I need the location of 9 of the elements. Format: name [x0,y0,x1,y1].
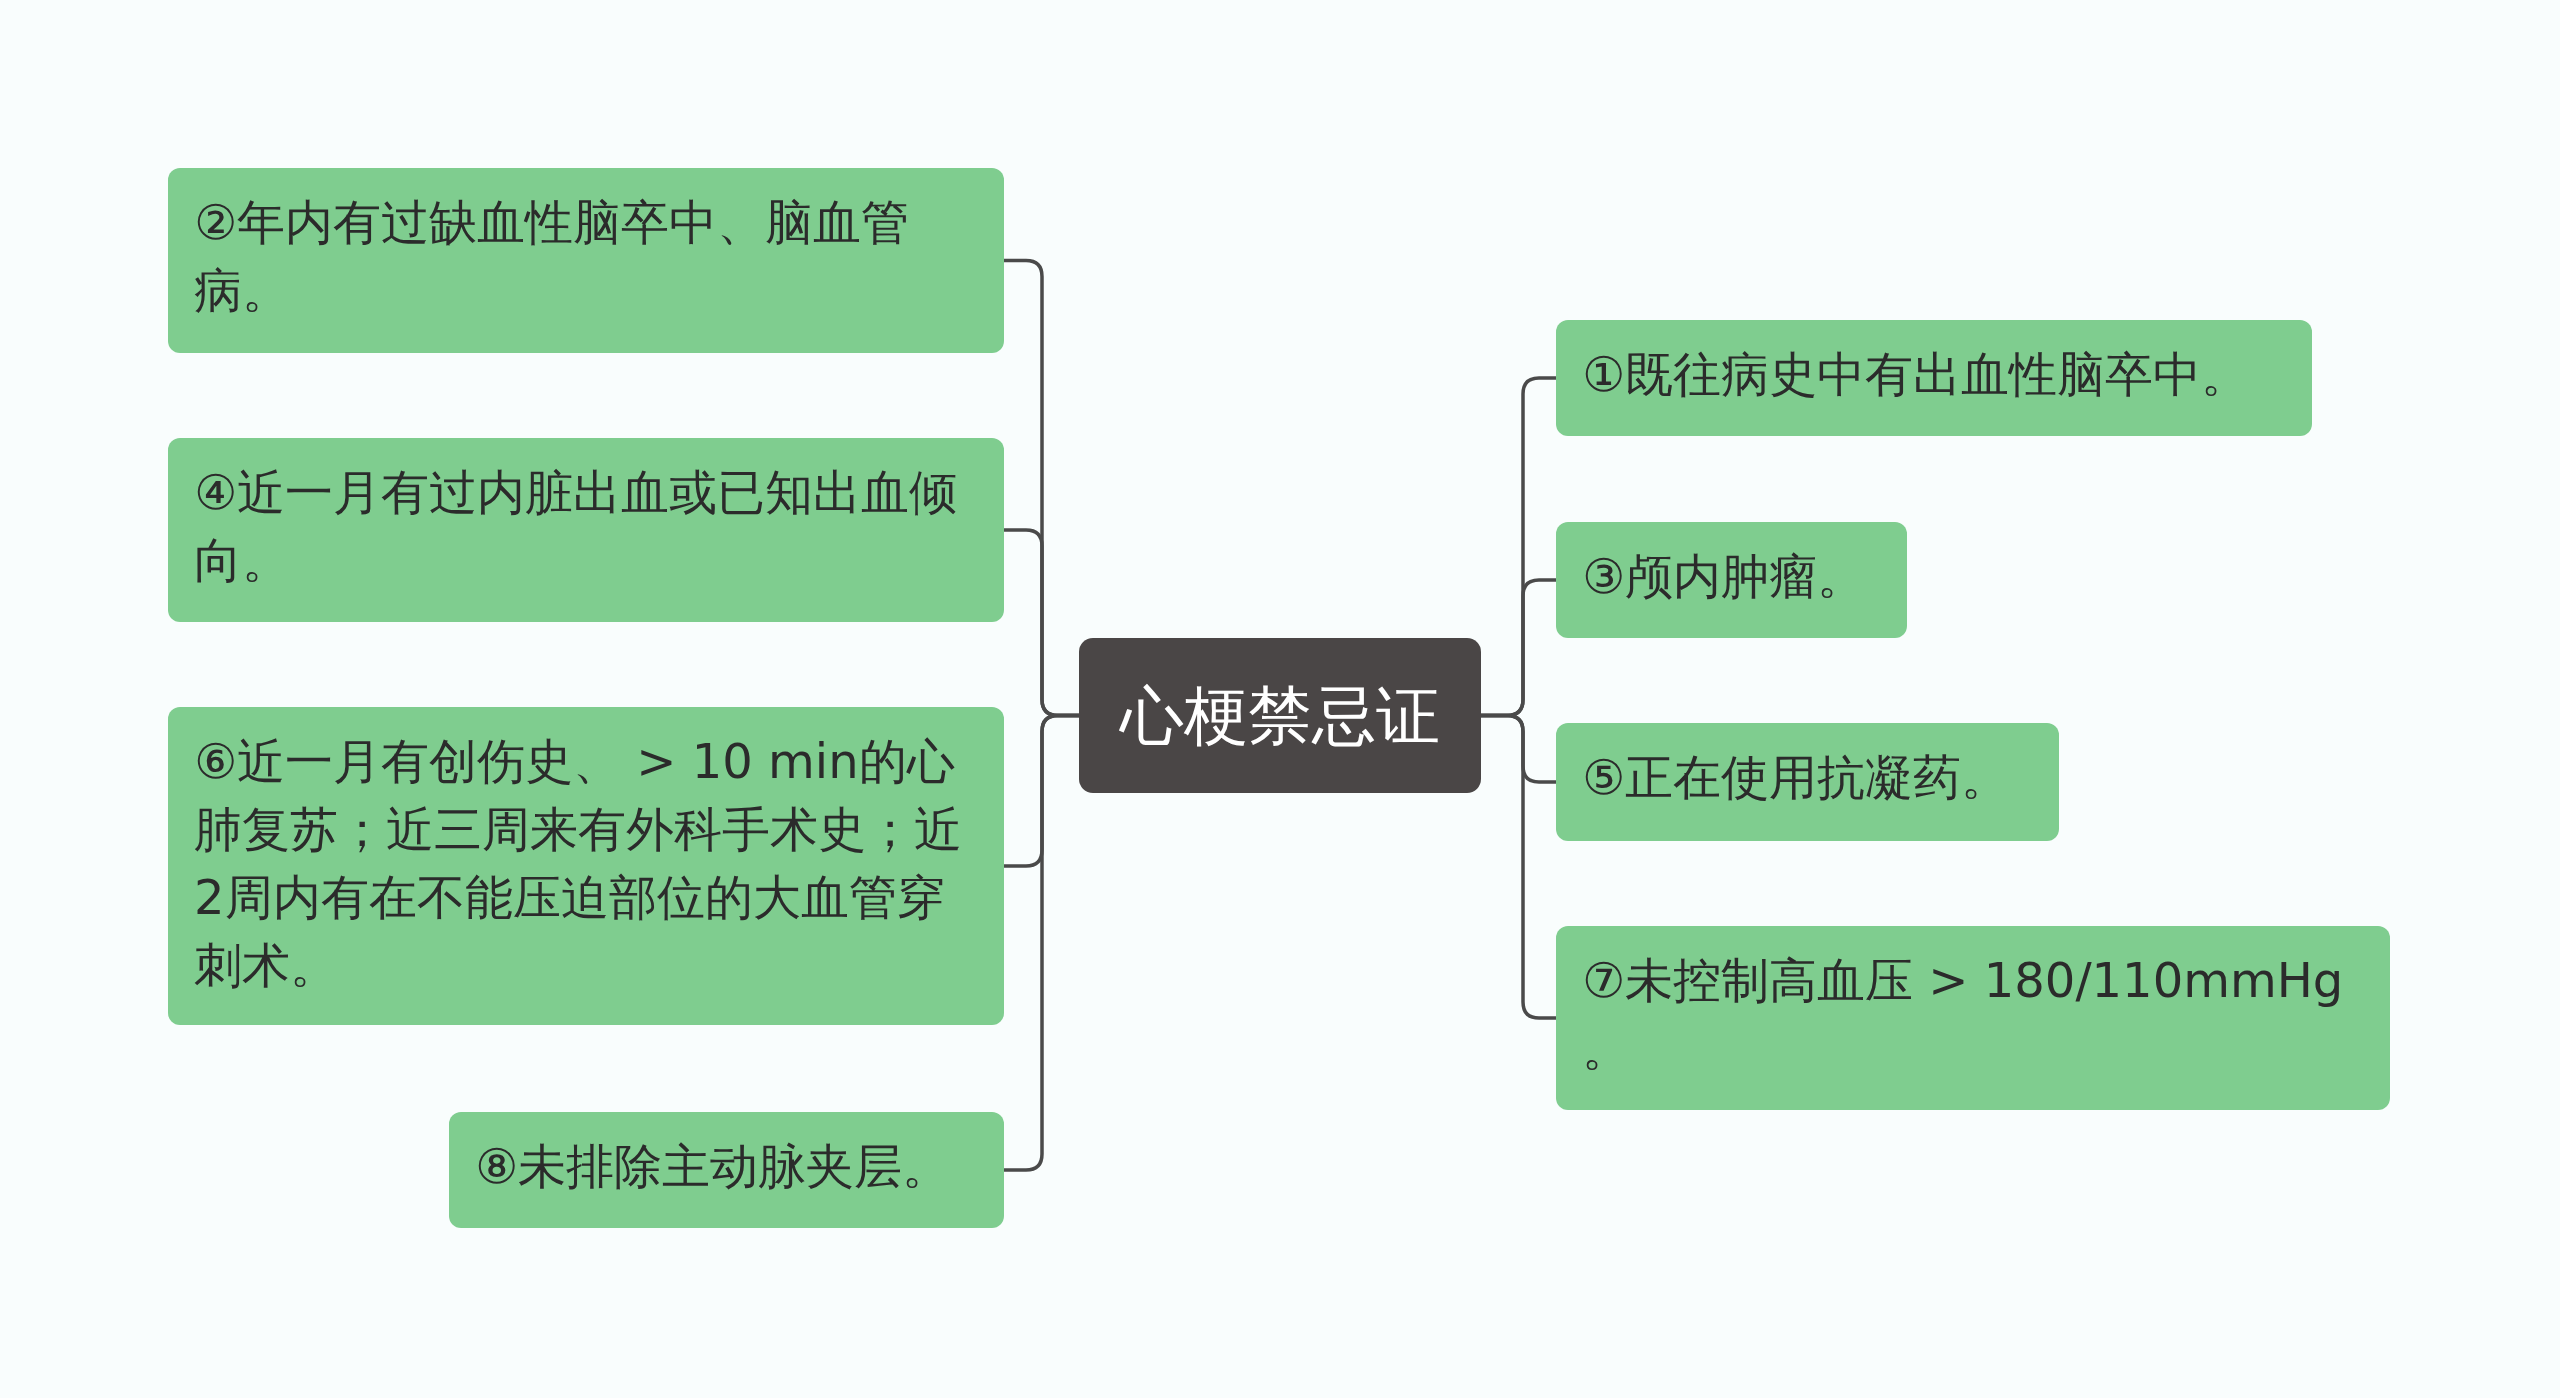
topic-box: ⑧未排除主动脉夹层。 [449,1112,1004,1228]
central-topic-box: 心梗禁忌证 [1079,638,1481,793]
topic-box: ②年内有过缺血性脑卒中、脑血管病。 [168,168,1004,353]
topic-box: ⑥近一月有创伤史、 > 10 min的心肺复苏；近三周来有外科手术史；近2周内有在不能压迫部位的大血管穿刺术。 [168,707,1004,1025]
topic-box: ⑤正在使用抗凝药。 [1556,723,2059,841]
topic-box: ③颅内肿瘤。 [1556,522,1907,638]
topic-box: ⑦未控制高血压 > 180/110mmHg 。 [1556,926,2390,1110]
topic-box: ①既往病史中有出血性脑卒中。 [1556,320,2312,436]
topic-box: ④近一月有过内脏出血或已知出血倾向。 [168,438,1004,622]
